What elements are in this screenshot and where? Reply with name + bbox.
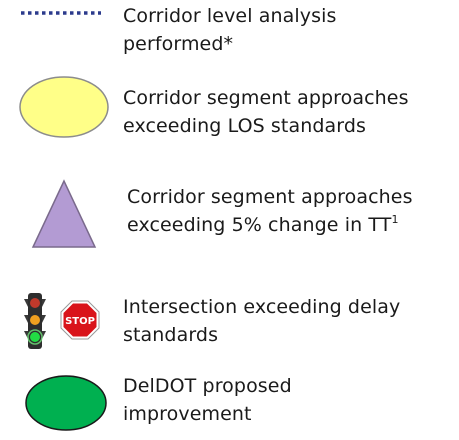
legend-label-travel-time: Corridor segment approaches exceeding 5%… xyxy=(127,186,413,236)
traffic-light-icon xyxy=(24,293,46,349)
legend-item-los: Corridor segment approaches exceeding LO… xyxy=(0,70,459,160)
legend-label-los: Corridor segment approaches exceeding LO… xyxy=(123,87,409,137)
legend-item-proposed-improvement: DelDOT proposed improvement xyxy=(0,368,459,440)
yellow-ellipse-icon xyxy=(19,76,109,138)
purple-triangle-icon xyxy=(31,179,97,248)
stop-sign-text: STOP xyxy=(65,316,95,327)
legend-label-proposed-improvement: DelDOT proposed improvement xyxy=(123,375,292,425)
legend-label-corridor-analysis: Corridor level analysis performed* xyxy=(123,5,337,55)
legend-item-corridor-analysis: Corridor level analysis performed* xyxy=(0,0,459,70)
green-ellipse-icon xyxy=(25,375,107,431)
dotted-line-icon xyxy=(21,11,101,15)
legend-label-intersection-delay: Intersection exceeding delay standards xyxy=(123,296,401,346)
legend-item-intersection-delay: STOP Intersection exceeding delay standa… xyxy=(0,285,459,365)
footnote-marker: 1 xyxy=(391,212,399,226)
stop-sign-icon: STOP xyxy=(60,300,100,340)
legend-item-travel-time: Corridor segment approaches exceeding 5%… xyxy=(0,175,459,270)
